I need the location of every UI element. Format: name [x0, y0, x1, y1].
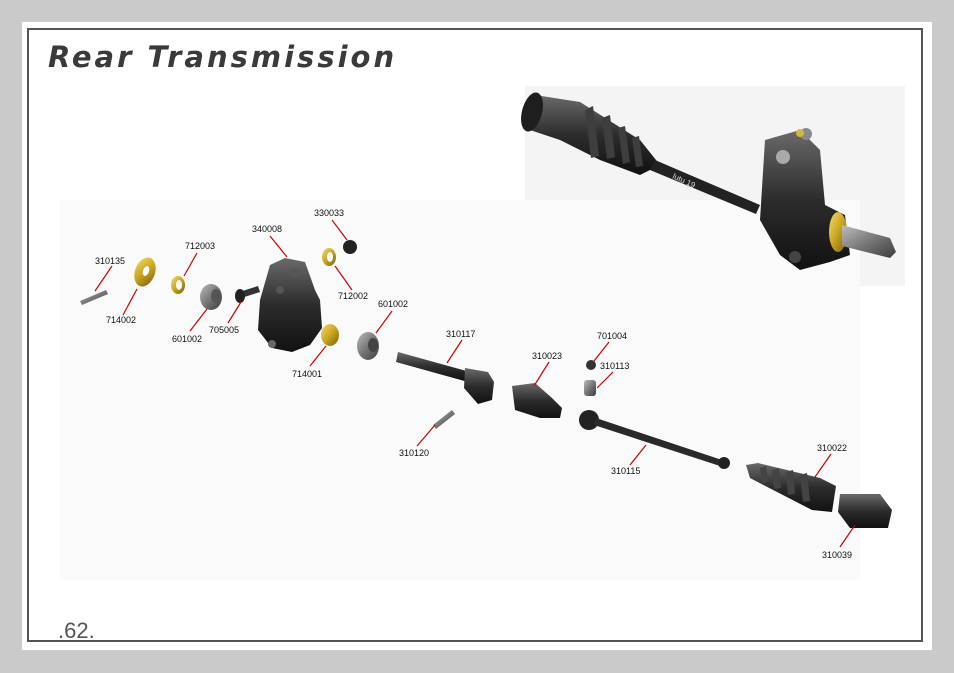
- part-330033-nut: [343, 240, 357, 254]
- label-705005: 705005: [209, 325, 239, 335]
- label-310113: 310113: [600, 361, 629, 371]
- label-310039: 310039: [822, 550, 852, 560]
- part-340008-hub-carrier: [258, 258, 322, 352]
- page-number: .62.: [58, 618, 95, 643]
- assembled-rear-transmission: lutu 19: [521, 92, 896, 270]
- label-340008: 340008: [252, 224, 282, 234]
- part-310117-axle: [396, 352, 470, 382]
- label-310115: 310115: [611, 466, 640, 476]
- leader-lines: [94, 219, 856, 548]
- label-601002-a: 601002: [172, 334, 202, 344]
- label-601002-b: 601002: [378, 299, 408, 309]
- part-714001-bushing: [321, 324, 339, 346]
- label-712003: 712003: [185, 241, 215, 251]
- label-714001: 714001: [292, 369, 322, 379]
- label-310135: 310135: [95, 256, 125, 266]
- part-310039-bushing: [838, 494, 892, 528]
- part-310135-pin: [80, 290, 108, 305]
- part-310120-pin: [433, 410, 455, 429]
- label-330033: 330033: [314, 208, 344, 218]
- label-310120: 310120: [399, 448, 429, 458]
- label-310117: 310117: [446, 329, 475, 339]
- label-701004: 701004: [597, 331, 627, 341]
- label-310022: 310022: [817, 443, 847, 453]
- part-310113-coupler: [584, 380, 596, 396]
- label-310023: 310023: [532, 351, 562, 361]
- page-frame: [27, 28, 923, 642]
- page-title: Rear Transmission: [48, 40, 398, 74]
- label-714002: 714002: [106, 315, 136, 325]
- part-701004-set-screw: [586, 360, 596, 370]
- exploded-photo-bg: [60, 200, 860, 580]
- label-712002: 712002: [338, 291, 368, 301]
- part-310023-cup: [512, 383, 562, 418]
